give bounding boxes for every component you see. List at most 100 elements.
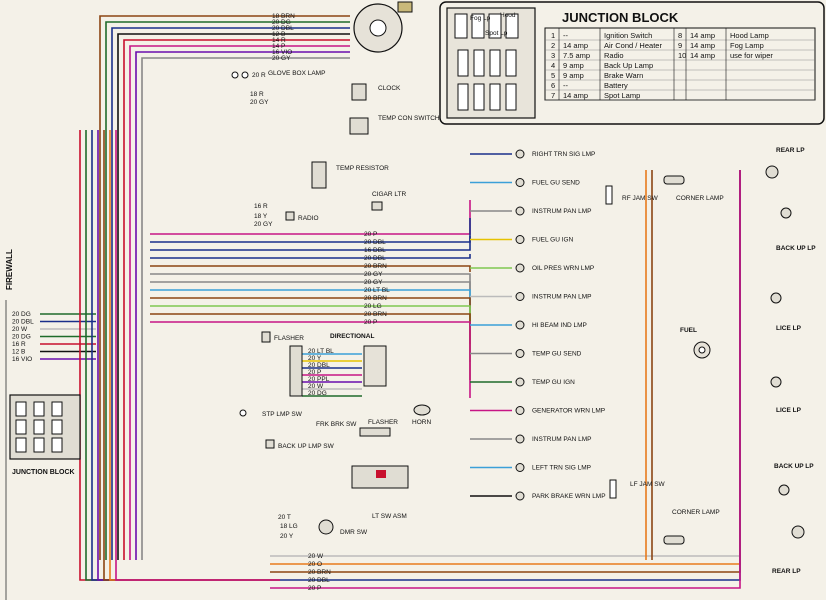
junction-table-cell-amp: 14 amp <box>563 91 588 100</box>
radio-label: RADIO <box>298 215 319 222</box>
top-wire-label: 20 GY <box>272 55 291 62</box>
junction-table-cell-n2: 9 <box>678 41 682 50</box>
corner-lamp-top-label: CORNER LAMP <box>676 195 724 202</box>
junction-table-cell-amp: 9 amp <box>563 71 584 80</box>
horn: HORN <box>412 404 431 426</box>
junction-table-cell-n: 1 <box>551 31 555 40</box>
junction-table-cell-n: 7 <box>551 91 555 100</box>
lf-jam-switch: LF JAM SW <box>609 479 666 499</box>
center-wire-label: 20 GY <box>364 279 383 286</box>
junction-table-cell-n: 6 <box>551 81 555 90</box>
right-lamp: TEMP GU IGN <box>470 377 575 387</box>
glove-box-lamp-label: GLOVE BOX LAMP <box>268 70 325 77</box>
directional-switch: DIRECTIONAL <box>289 333 387 397</box>
top-wire <box>141 57 350 560</box>
junction-table-cell-use: Back Up Lamp <box>604 61 653 70</box>
firewall-wire-label: 16 VIO <box>12 356 32 363</box>
cigar-lighter: 16 R CIGAR LTR <box>254 191 406 211</box>
junction-table-cell-use: Brake Warn <box>604 71 643 80</box>
bottom-wire-label: 20 DBL <box>308 577 330 584</box>
dmr-sw-label: DMR SW <box>340 529 368 536</box>
center-wire-label: 20 DBL <box>364 239 386 246</box>
right-lamp: PARK BRAKE WRN LMP <box>470 491 606 501</box>
right-lamp: LEFT TRN SIG LMP <box>470 463 591 472</box>
right-lamp-label: INSTRUM PAN LMP <box>532 436 591 443</box>
right-lamp: OIL PRES WRN LMP <box>470 263 594 273</box>
top-wire <box>105 21 350 560</box>
right-lamp-label: HI BEAM IND LMP <box>532 322 587 329</box>
center-wire <box>150 265 471 272</box>
junction-table-cell-use: Ignition Switch <box>604 31 652 40</box>
right-lamp: HI BEAM IND LMP <box>470 320 587 330</box>
junction-table-cell-amp2: 14 amp <box>690 51 715 60</box>
stp-lmp-sw-label: STP LMP SW <box>262 411 303 418</box>
directional-wire-label: 20 Y <box>308 355 322 362</box>
fuel-label: FUEL <box>680 327 697 334</box>
junction-table-cell-use2: Fog Lamp <box>730 41 764 50</box>
right-lamp-label: RIGHT TRN SIG LMP <box>532 151 595 158</box>
junction-table-cell-use2: use for wiper <box>730 51 773 60</box>
flasher-top-label: FLASHER <box>274 335 304 342</box>
top-wire <box>135 51 350 560</box>
right-lamp: INSTRUM PAN LMP <box>470 206 591 216</box>
firewall-wire-label: 20 DBL <box>12 319 34 326</box>
center-wire-label: 20 BRN <box>364 311 387 318</box>
right-lamp: FUEL GU IGN <box>470 235 574 244</box>
left-junction-block: JUNCTION BLOCK <box>9 394 81 476</box>
cigar-wire: 16 R <box>254 203 268 210</box>
junction-table-row: 6--Battery <box>545 81 815 91</box>
junction-table-cell-use: Spot Lamp <box>604 91 640 100</box>
right-lamp: INSTRUM PAN LMP <box>470 434 591 444</box>
fuse-label-a: Fog Lp <box>470 15 491 22</box>
firewall-wire-label: 20 DG <box>12 334 31 341</box>
junction-table-cell-amp: 14 amp <box>563 41 588 50</box>
top-wire-label: 18 BRN <box>272 13 295 20</box>
center-wire-label: 20 GY <box>364 271 383 278</box>
firewall-wire-label: 20 W <box>12 326 28 333</box>
fuse-block-illustration: Fog Lp Hood Spot Lp <box>446 7 536 119</box>
junction-table-title: JUNCTION BLOCK <box>562 10 679 25</box>
back-up-lp-bottom-label: BACK UP LP <box>774 463 814 470</box>
bottom-wire <box>270 170 741 589</box>
junction-table-cell-amp: 7.5 amp <box>563 51 590 60</box>
temp-resistor: TEMP RESISTOR <box>311 161 389 189</box>
glove-box-wire: 20 R <box>252 72 266 79</box>
right-lamp: TEMP GU SEND <box>470 349 582 358</box>
junction-table-cell-n: 4 <box>551 61 555 70</box>
junction-table-cell-amp: -- <box>563 81 568 90</box>
junction-table-cell-n: 5 <box>551 71 555 80</box>
junction-table-row: 7 14 amp Spot Lamp <box>545 91 815 101</box>
junction-table-cell-use: Radio <box>604 51 624 60</box>
center-wire-label: 20 P <box>364 319 377 326</box>
right-lamp: FUEL GU SEND <box>470 178 580 187</box>
center-wire-label: 20 LT BL <box>364 287 390 294</box>
temp-con-switch: TEMP CON SWITCH <box>349 115 440 135</box>
center-wire <box>150 321 471 398</box>
top-wire <box>129 45 350 560</box>
fuel-sender: FUEL <box>680 327 711 359</box>
right-lamp-label: OIL PRES WRN LMP <box>532 265 594 272</box>
rear-lp-bottom-label: REAR LP <box>772 568 801 575</box>
top-wire <box>111 27 350 560</box>
fuse-label-c: Spot Lp <box>485 30 508 37</box>
park-brake-switch: FRK BRK SW <box>316 421 357 428</box>
back-up-lmp-sw-label: BACK UP LMP SW <box>278 443 335 450</box>
junction-table-cell-n2: 10 <box>678 51 686 60</box>
junction-block-panel: Fog Lp Hood Spot Lp JUNCTION BLOCK 1 -- Ig… <box>439 1 825 125</box>
junction-table-cell-amp2: 14 amp <box>690 41 715 50</box>
junction-table-cell-amp: 9 amp <box>563 61 584 70</box>
junction-table-cell-n: 2 <box>551 41 555 50</box>
junction-table-cell-n2: 8 <box>678 31 682 40</box>
radio: 18 Y 20 GY RADIO <box>254 211 319 228</box>
right-lamp-label: PARK BRAKE WRN LMP <box>532 493 606 500</box>
directional-wire-label: 20 DBL <box>308 362 330 369</box>
center-wire-label: 20 BRN <box>364 263 387 270</box>
center-wire-label: 20 P <box>364 231 377 238</box>
temp-con-label: TEMP CON SWITCH <box>378 115 440 122</box>
right-lamp: RIGHT TRN SIG LMP <box>470 149 595 159</box>
right-lamp: GENERATOR WRN LMP <box>470 406 605 415</box>
temp-resistor-label: TEMP RESISTOR <box>336 165 389 172</box>
corner-lamp-top: CORNER LAMP <box>663 175 724 202</box>
directional-wire-label: 20 PPL <box>308 376 330 383</box>
right-lamp-label: TEMP GU IGN <box>532 379 575 386</box>
